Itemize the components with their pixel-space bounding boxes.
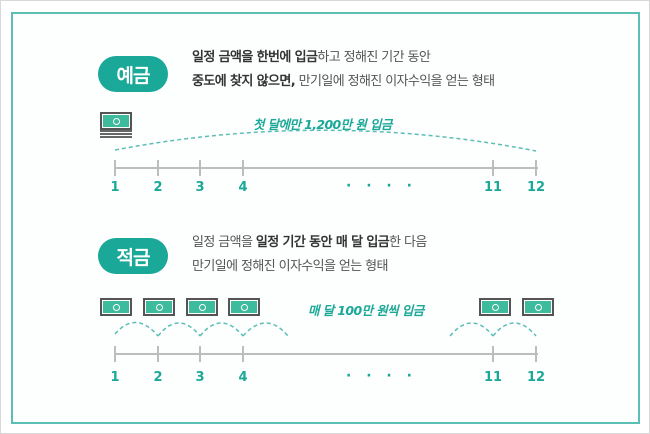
banknote-icon <box>228 298 260 316</box>
ellipsis: · · · · <box>346 368 417 384</box>
month-label: 11 <box>483 370 503 385</box>
savings-desc-bold1: 일정 기간 동안 매 달 입금 <box>255 235 390 250</box>
deposit-desc-rest1: 하고 정해진 기간 동안 <box>317 50 431 65</box>
month-label: 3 <box>195 180 205 195</box>
tick <box>242 160 244 176</box>
savings-desc-pre1: 일정 금액을 <box>192 235 256 250</box>
deposit-caption: 첫 달에만 1,200만 원 입금 <box>253 117 392 132</box>
month-label: 2 <box>153 370 163 385</box>
banknote-icon <box>100 112 132 130</box>
tick <box>535 346 537 362</box>
month-label: 11 <box>483 180 503 195</box>
month-label: 1 <box>110 370 120 385</box>
month-label: 12 <box>526 180 546 195</box>
month-label: 3 <box>195 370 205 385</box>
ellipsis: · · · · <box>346 178 417 194</box>
banknote-icon <box>143 298 175 316</box>
tick <box>242 346 244 362</box>
tick <box>492 160 494 176</box>
savings-desc-line2: 만기일에 정해진 이자수익을 얻는 형태 <box>192 259 388 274</box>
deposit-desc-rest2: 만기일에 정해진 이자수익을 얻는 형태 <box>295 74 496 89</box>
deposit-desc-bold2: 중도에 찾지 않으면, <box>192 74 296 89</box>
month-label: 1 <box>110 180 120 195</box>
deposit-desc-line2: 중도에 찾지 않으면, 만기일에 정해진 이자수익을 얻는 형태 <box>192 70 495 94</box>
savings-description: 일정 금액을 일정 기간 동안 매 달 입금한 다음 만기일에 정해진 이자수익… <box>192 231 427 279</box>
deposit-description: 일정 금액을 한번에 입금하고 정해진 기간 동안 중도에 찾지 않으면, 만기… <box>192 46 495 94</box>
banknote-icon <box>186 298 218 316</box>
tick <box>114 160 116 176</box>
banknote-icon <box>100 298 132 316</box>
savings-caption: 매 달 100만 원씩 입금 <box>308 303 424 318</box>
tick <box>114 346 116 362</box>
tick <box>157 160 159 176</box>
deposit-desc-line1: 일정 금액을 한번에 입금하고 정해진 기간 동안 <box>192 46 495 70</box>
savings-badge: 적금 <box>98 238 168 274</box>
savings-desc-line1: 일정 금액을 일정 기간 동안 매 달 입금한 다음 <box>192 231 427 255</box>
banknote-icon <box>522 298 554 316</box>
month-label: 4 <box>238 370 248 385</box>
tick <box>199 160 201 176</box>
timeline-axis <box>115 353 538 355</box>
savings-desc-rest1: 한 다음 <box>389 235 427 250</box>
tick <box>492 346 494 362</box>
month-label: 4 <box>238 180 248 195</box>
tick <box>157 346 159 362</box>
banknote-icon <box>479 298 511 316</box>
month-label: 2 <box>153 180 163 195</box>
tick <box>535 160 537 176</box>
tick <box>199 346 201 362</box>
month-label: 12 <box>526 370 546 385</box>
deposit-desc-bold1: 일정 금액을 한번에 입금 <box>192 50 318 65</box>
timeline-axis <box>115 167 538 169</box>
deposit-badge: 예금 <box>98 56 168 92</box>
